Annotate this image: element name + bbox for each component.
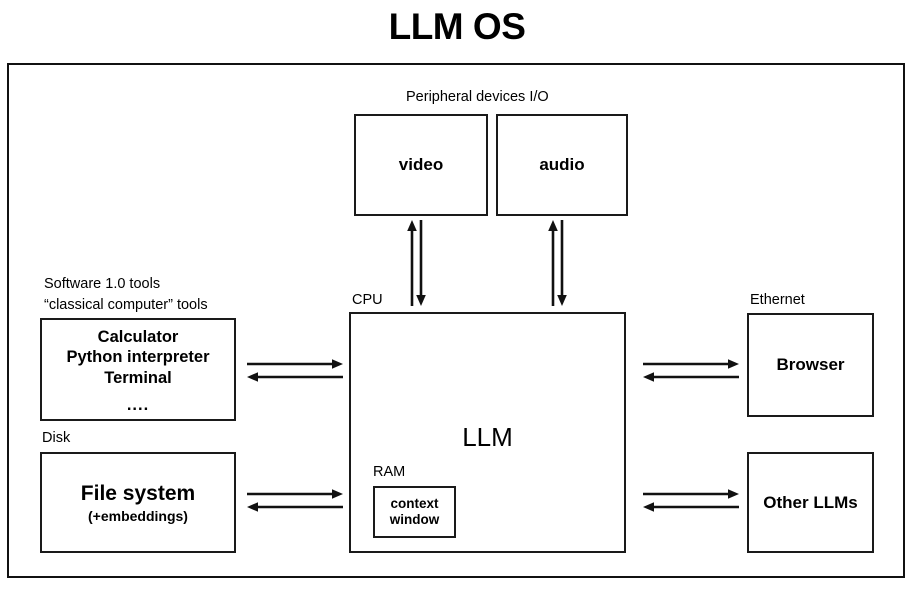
cpu-other-llms-arrow-pair bbox=[643, 488, 739, 514]
video-cpu-arrow-pair bbox=[405, 220, 435, 306]
cpu-browser-arrow-pair bbox=[643, 358, 739, 384]
software-tools-caption-line2: “classical computer” tools bbox=[44, 297, 208, 314]
ram-label: RAM bbox=[373, 464, 406, 480]
file-system-title: File system bbox=[80, 481, 196, 505]
browser-label: Browser bbox=[776, 355, 845, 374]
audio-device-box: audio bbox=[496, 114, 628, 216]
page-title: LLM OS bbox=[388, 6, 526, 47]
tool-item-python-interpreter: Python interpreter bbox=[66, 348, 210, 367]
context-window-label-line2: window bbox=[389, 512, 440, 527]
video-device-box: video bbox=[354, 114, 488, 216]
context-window-label-line1: context bbox=[390, 495, 439, 511]
browser-box: Browser bbox=[747, 313, 874, 417]
software-tools-caption: Software 1.0 tools “classical computer” … bbox=[44, 274, 208, 316]
other-llms-label: Other LLMs bbox=[763, 492, 858, 512]
tool-item-calculator: Calculator bbox=[97, 328, 179, 346]
peripheral-devices-label: Peripheral devices I/O bbox=[406, 89, 549, 105]
llm-label: LLM bbox=[462, 422, 513, 452]
tool-item-ellipsis: .... bbox=[126, 396, 150, 415]
software-tools-box: Calculator Python interpreter Terminal .… bbox=[40, 318, 236, 421]
audio-cpu-arrow-pair bbox=[546, 220, 576, 306]
file-system-subtitle: (+embeddings) bbox=[88, 507, 188, 524]
tools-cpu-arrow-pair bbox=[247, 358, 343, 384]
disk-cpu-arrow-pair bbox=[247, 488, 343, 514]
ethernet-label: Ethernet bbox=[750, 292, 805, 308]
software-tools-caption-line1: Software 1.0 tools bbox=[44, 276, 161, 292]
cpu-box: LLM RAM context window bbox=[349, 312, 626, 553]
other-llms-box: Other LLMs bbox=[747, 452, 874, 553]
context-window-box: context window bbox=[373, 486, 456, 538]
disk-label: Disk bbox=[42, 430, 71, 446]
tool-item-terminal: Terminal bbox=[104, 368, 172, 387]
file-system-box: File system (+embeddings) bbox=[40, 452, 236, 553]
cpu-label: CPU bbox=[352, 292, 383, 308]
video-device-label: video bbox=[398, 155, 444, 174]
audio-device-label: audio bbox=[539, 155, 585, 174]
